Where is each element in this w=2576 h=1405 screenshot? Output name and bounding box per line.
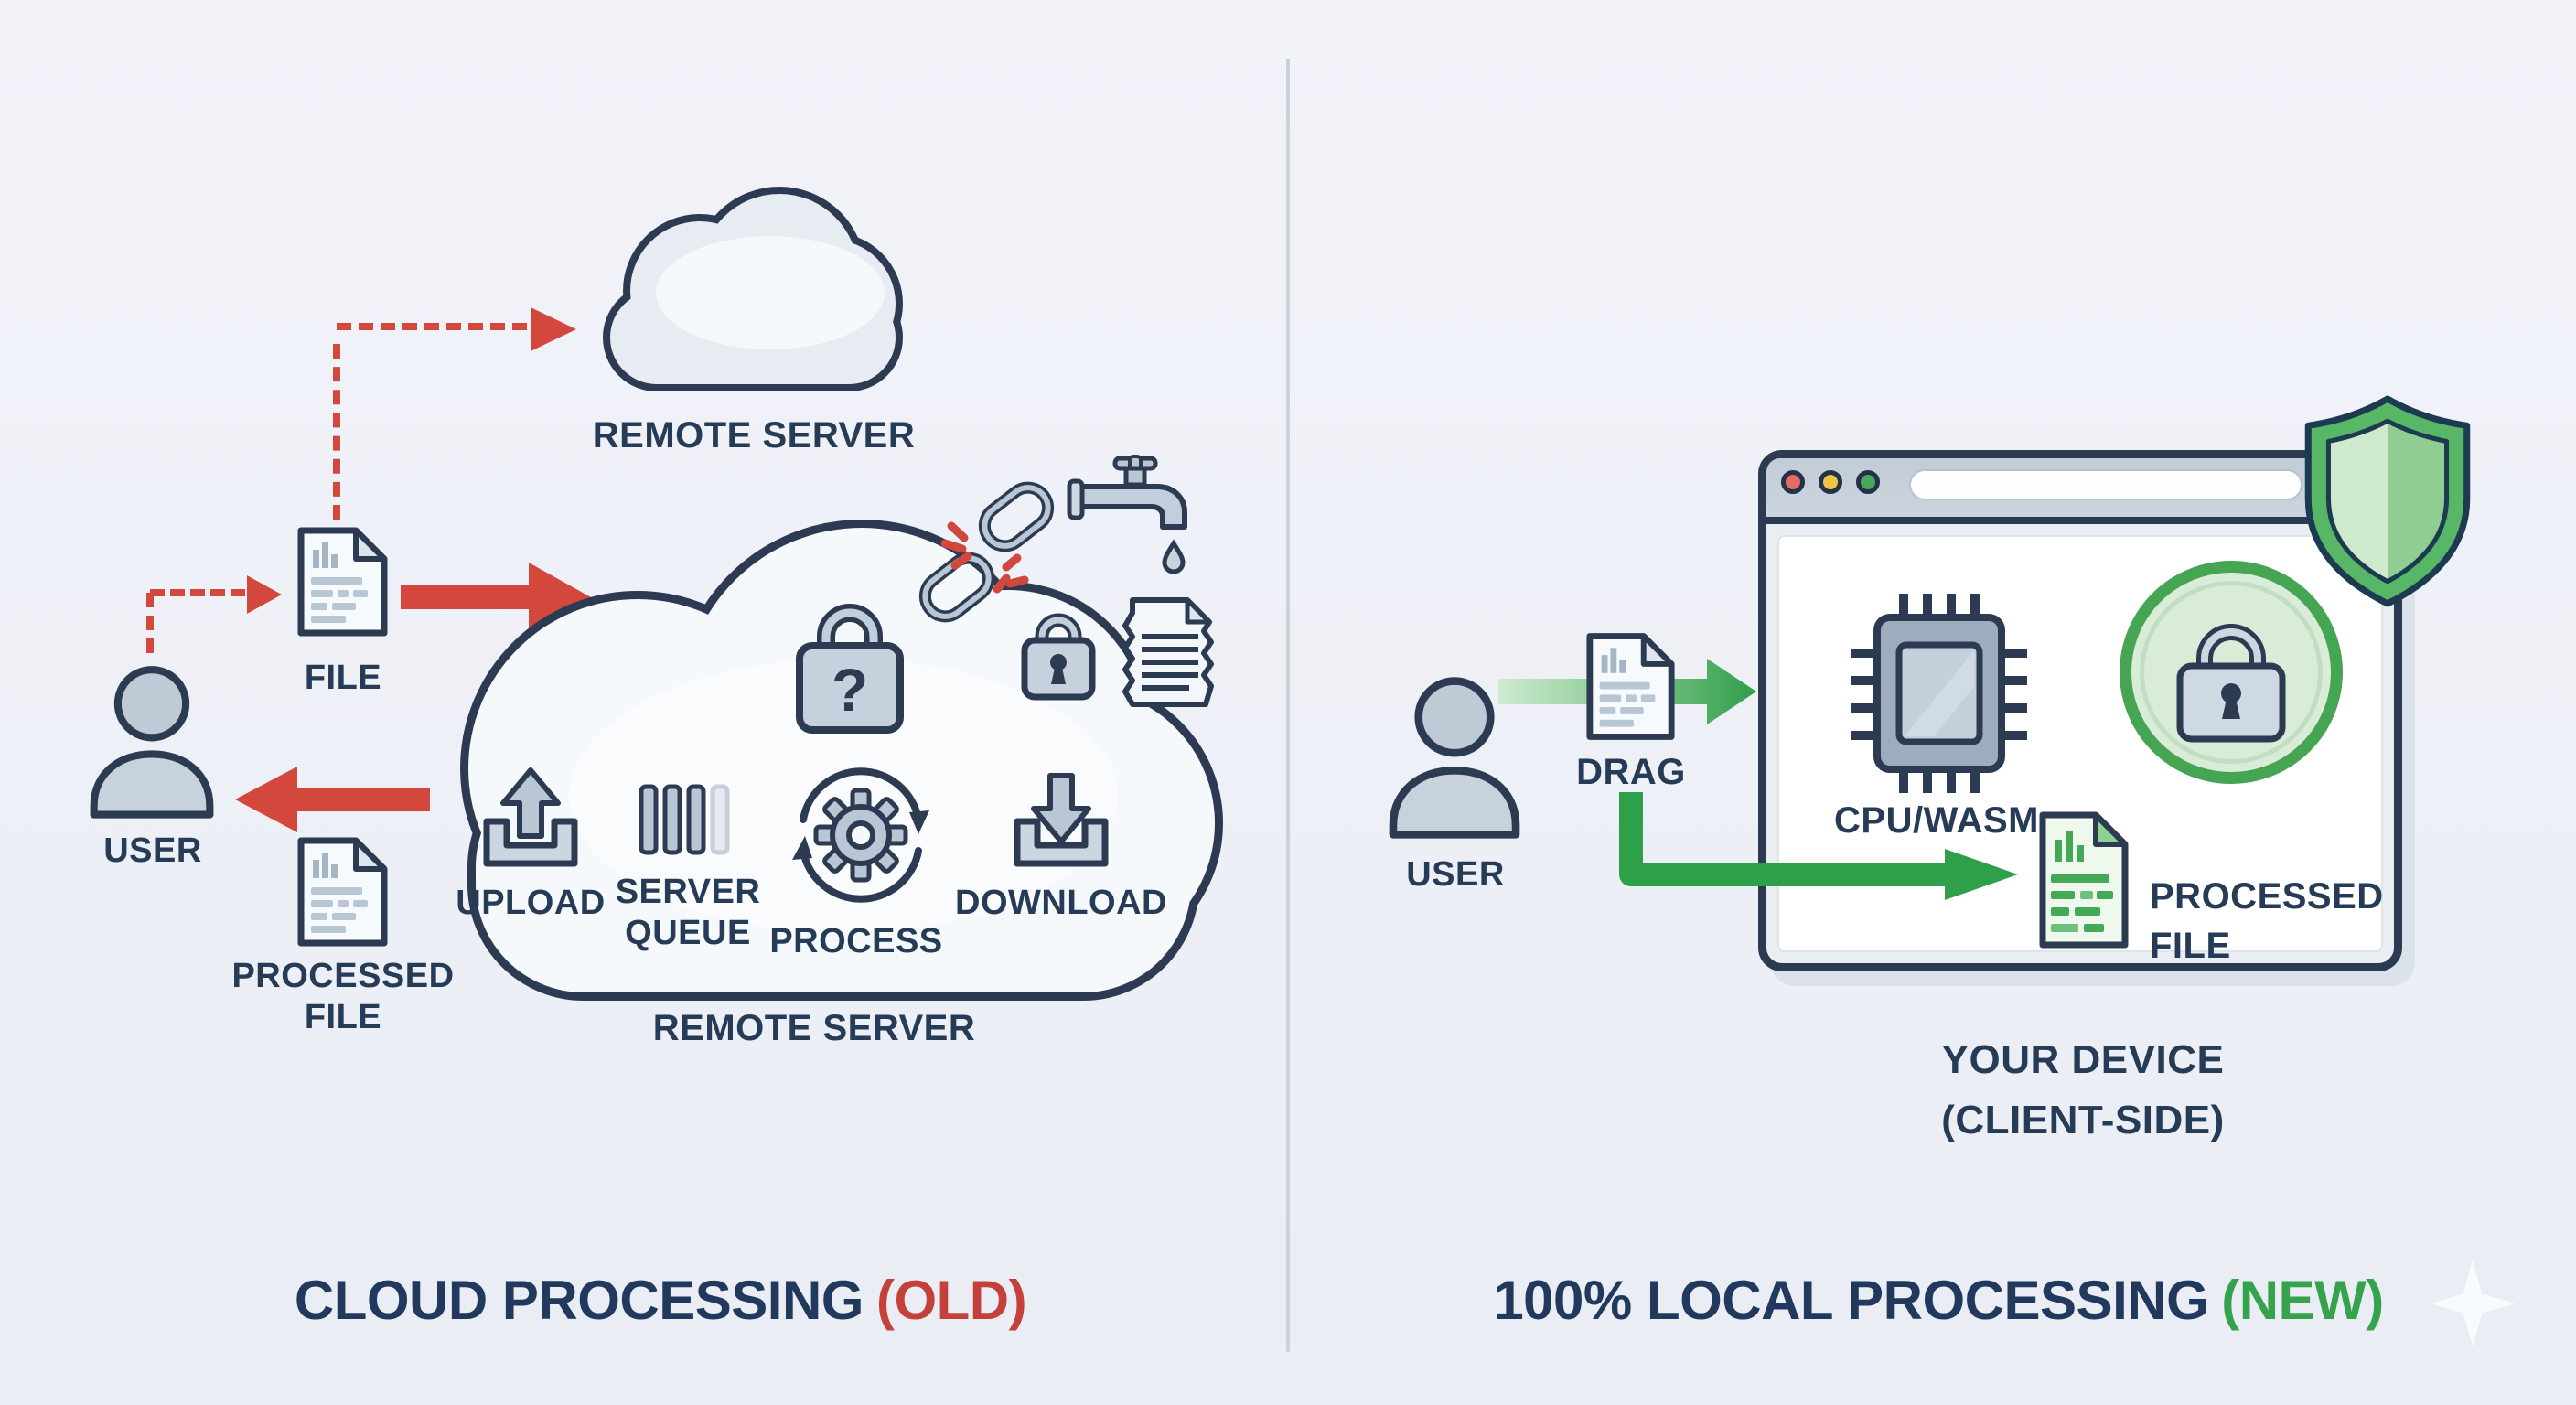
right-title-main: 100% LOCAL PROCESSING [1493, 1270, 2209, 1331]
small-lock-icon [1021, 613, 1096, 701]
left-title-main: CLOUD PROCESSING [294, 1270, 864, 1331]
lock-question-mark: ? [832, 656, 868, 724]
small-cloud-label: REMOTE SERVER [592, 415, 916, 456]
green-arrow-drag-to-processed-file [1619, 792, 2018, 900]
traffic-light-green-icon [1856, 470, 1880, 494]
left-title-suffix: (OLD) [875, 1270, 1027, 1331]
file-icon [297, 527, 388, 637]
processed-file-label-line2: FILE [304, 997, 382, 1036]
upload-icon [483, 767, 578, 867]
shield-icon [2304, 395, 2471, 607]
traffic-light-red-icon [1781, 470, 1805, 494]
drag-file-icon [1586, 633, 1675, 740]
drag-label: DRAG [1576, 752, 1686, 792]
right-title-suffix: (NEW) [2221, 1270, 2384, 1331]
user-label: USER [103, 831, 202, 870]
left-title: CLOUD PROCESSING(OLD) [203, 1269, 1118, 1332]
download-label: DOWNLOAD [955, 884, 1167, 922]
download-icon [1014, 773, 1109, 867]
device-label: YOUR DEVICE (CLIENT-SIDE) [1854, 1030, 2312, 1151]
secure-badge-inner-ring [2140, 581, 2323, 764]
processed-file-icon [2039, 811, 2129, 949]
traffic-light-yellow-icon [1819, 470, 1842, 494]
secure-lock-icon [2176, 624, 2286, 743]
server-queue-label: SERVER QUEUE [587, 872, 789, 954]
leaky-faucet-icon [1067, 455, 1187, 574]
processed-file-icon [297, 837, 388, 947]
red-arrow-file-to-cloud [401, 563, 591, 632]
paper-stack-icon [1122, 597, 1214, 707]
address-bar [1909, 469, 2302, 500]
processed-file-label: PROCESSED FILE [2150, 872, 2424, 971]
processed-file-label: PROCESSED FILE [206, 956, 480, 1038]
red-arrow-cloud-to-user [235, 767, 430, 832]
browser-title-bar [1766, 458, 2394, 524]
cpu-chip-icon [1852, 594, 2027, 793]
device-label-line1: YOUR DEVICE [1941, 1037, 2225, 1082]
panel-divider [1286, 59, 1290, 1352]
big-cloud-label: REMOTE SERVER [652, 1008, 976, 1048]
right-title: 100% LOCAL PROCESSING(NEW) [1481, 1269, 2396, 1332]
small-cloud-icon [603, 187, 903, 391]
dashed-arrow-file-to-cloud-horizontal [337, 323, 527, 330]
processed-file-label-line2: FILE [2150, 926, 2231, 966]
upload-label: UPLOAD [456, 884, 606, 922]
server-queue-icon [639, 784, 730, 855]
user-icon [90, 666, 214, 819]
dashed-arrowhead-to-small-cloud [531, 307, 576, 351]
user-label: USER [1406, 855, 1505, 894]
process-label: PROCESS [769, 922, 943, 960]
file-label: FILE [304, 659, 382, 697]
server-queue-label-line2: QUEUE [625, 913, 751, 952]
dashed-arrow-user-to-file-horizontal [150, 589, 245, 596]
device-label-line2: (CLIENT-SIDE) [1941, 1098, 2225, 1142]
user-icon [1389, 677, 1520, 839]
processed-file-label-line1: PROCESSED [2150, 876, 2384, 917]
dashed-arrow-file-to-cloud-vertical [333, 344, 340, 520]
cpu-wasm-label: CPU/WASM [1834, 800, 2039, 841]
dashed-arrowhead-to-file [247, 575, 282, 614]
dashed-arrow-user-to-file-vertical [146, 593, 154, 653]
process-gear-icon [792, 767, 929, 903]
sparkle-watermark-icon [2430, 1260, 2516, 1346]
server-queue-label-line1: SERVER [615, 873, 761, 911]
unknown-security-lock-icon: ? [796, 604, 904, 734]
processed-file-label-line1: PROCESSED [231, 957, 455, 995]
broken-chain-icon [918, 481, 1055, 623]
